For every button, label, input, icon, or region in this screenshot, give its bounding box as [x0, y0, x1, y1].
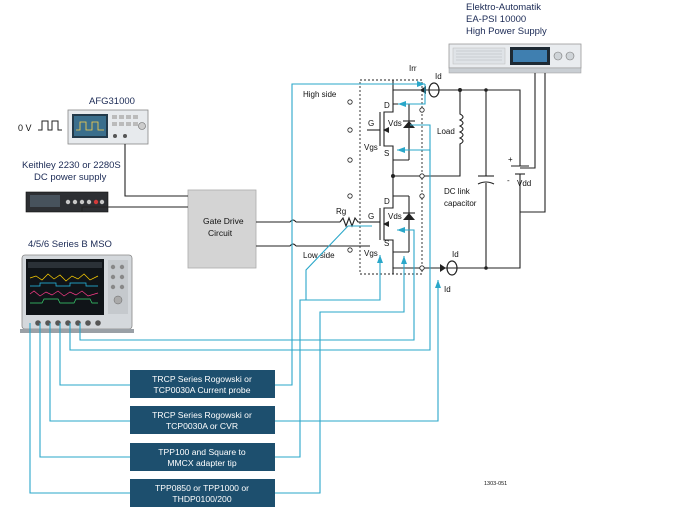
hs-g-label: G — [368, 119, 374, 128]
gate-drive-label-1: Gate Drive — [203, 216, 244, 226]
dc-link-capacitor — [477, 88, 495, 270]
probe-box-4: TPP0850 or TPP1000 or THDP0100/200 — [130, 479, 275, 507]
low-side-label: Low side — [303, 251, 335, 260]
hs-s-label: S — [384, 149, 389, 158]
probe-wire-4 — [29, 256, 405, 494]
load-label: Load — [437, 127, 455, 136]
id-bottom-label-2: Id — [444, 285, 451, 294]
power-supply-label-1: Elektro-Automatik — [466, 2, 541, 13]
zero-volt-label: 0 V — [18, 123, 32, 133]
probe-box-1-line-1: TRCP Series Rogowski or — [152, 374, 252, 384]
mid-node-wire — [393, 160, 461, 177]
vdd-plus: + — [508, 155, 513, 164]
probe-box-4-line-2: THDP0100/200 — [172, 494, 231, 504]
low-side-mosfet — [370, 176, 415, 268]
probe-wire-10 — [398, 84, 426, 105]
probe-box-2-line-2: TCP0030A or CVR — [166, 421, 238, 431]
probe-box-2-line-1: TRCP Series Rogowski or — [152, 410, 252, 420]
probe-box-3-line-1: TPP100 and Square to — [158, 447, 246, 457]
probe-box-3-line-2: MMCX adapter tip — [167, 458, 236, 468]
id-bottom-probe-ring — [446, 260, 458, 276]
load-inductor — [458, 90, 464, 160]
probe-wire-1 — [59, 83, 425, 386]
psu-to-vdd-wire — [520, 73, 536, 169]
dc-link-label-2: capacitor — [444, 199, 477, 208]
gate-drive-box — [187, 189, 257, 269]
ls-vds-label: Vds — [388, 212, 402, 221]
pulse-waveform — [38, 120, 62, 131]
hs-d-label: D — [384, 101, 390, 110]
ls-s-label: S — [384, 239, 389, 248]
probe-box-1: TRCP Series Rogowski or TCP0030A Current… — [130, 370, 275, 398]
keithley-device — [25, 191, 109, 213]
probe-box-2: TRCP Series Rogowski or TCP0030A or CVR — [130, 406, 275, 434]
ls-vgs-label: Vgs — [364, 249, 378, 258]
probe-wire-6 — [79, 262, 415, 341]
power-supply-label-2: EA-PSI 10000 — [466, 14, 526, 25]
mso-label: 4/5/6 Series B MSO — [28, 239, 112, 250]
irr-label: Irr — [409, 64, 417, 73]
keithley-to-gate-wire — [81, 206, 188, 212]
figure-id: 1303-051 — [484, 481, 507, 487]
probe-wire-7 — [305, 225, 372, 300]
ls-d-label: D — [384, 197, 390, 206]
probe-wire-11 — [410, 124, 431, 160]
probe-box-3: TPP100 and Square to MMCX adapter tip — [130, 443, 275, 471]
hs-vgs-label: Vgs — [364, 143, 378, 152]
probe-box-1-line-2: TCP0030A Current probe — [154, 385, 251, 395]
power-stage-dashed-box — [359, 79, 423, 275]
dc-link-label-1: DC link — [444, 187, 471, 196]
hs-vds-label: Vds — [388, 119, 402, 128]
vdd-source — [511, 158, 529, 190]
afg-label: AFG31000 — [89, 96, 135, 107]
afg-device — [67, 109, 149, 145]
probe-box-4-line-1: TPP0850 or TPP1000 or — [155, 483, 249, 493]
gate-drive-label-2: Circuit — [208, 228, 233, 238]
probe-wire-8 — [397, 229, 415, 262]
id-top-label: Id — [435, 72, 442, 81]
probe-wire-9 — [397, 149, 431, 196]
rg-resistor — [339, 216, 370, 228]
vdd-label: Vdd — [517, 179, 531, 188]
keithley-label-2: DC power supply — [34, 172, 107, 183]
power-supply-label-3: High Power Supply — [466, 26, 547, 37]
irr-probe-ring — [428, 82, 440, 98]
mso-device — [20, 254, 134, 333]
id-bottom-label-1: Id — [452, 250, 459, 259]
keithley-label-1: Keithley 2230 or 2280S — [22, 160, 121, 171]
high-side-label: High side — [303, 90, 337, 99]
top-rail — [392, 80, 521, 158]
high-side-mosfet — [367, 90, 415, 176]
afg-to-gate-wire — [124, 144, 188, 197]
psu-return-wire — [520, 73, 546, 213]
probe-wire-5 — [69, 196, 431, 351]
vdd-minus: - — [507, 176, 510, 185]
power-supply-device — [448, 43, 582, 74]
rg-label: Rg — [336, 207, 346, 216]
probe-wire-3 — [39, 255, 381, 458]
ls-g-label: G — [368, 212, 374, 221]
